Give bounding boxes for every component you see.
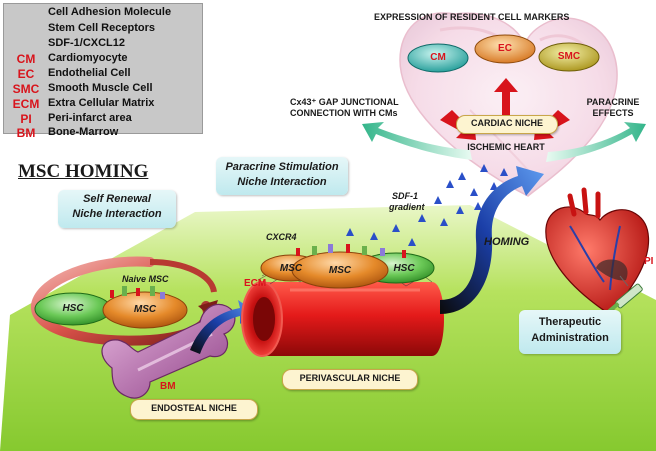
legend-label: Extra Cellular Matrix: [48, 97, 155, 109]
ec-label: EC: [498, 43, 512, 54]
naive-msc-receptors: [110, 286, 165, 299]
self-renewal-panel: [58, 190, 176, 228]
endosteal-niche-panel: [130, 399, 258, 420]
paracrine-arrow: [546, 122, 646, 162]
therapeutic-line2: Administration: [531, 332, 609, 344]
cardiac-niche-panel: [456, 115, 558, 134]
paracrine-stimulation-panel: [216, 157, 348, 195]
migration-arrow: [190, 300, 256, 354]
perivascular-msc-center: [291, 251, 389, 289]
legend-label: Peri-infarct area: [48, 112, 132, 124]
endosteal-msc: [102, 291, 188, 329]
legend-key: EC: [17, 67, 35, 81]
bone-shape: [101, 303, 236, 399]
endosteal-msc-label: MSC: [133, 304, 157, 315]
legend-item-cm: CM Cardiomyocyte: [6, 52, 202, 67]
perivascular-niche-label: PERIVASCULAR NICHE: [299, 373, 401, 383]
perivascular-msc-center-label: MSC: [328, 265, 352, 276]
legend: Cell Adhesion Molecule Stem Cell Recepto…: [3, 3, 203, 140]
legend-item-receptors: Stem Cell Receptors: [6, 22, 202, 37]
cm-label: CM: [430, 52, 446, 63]
paracrine-effects-line1: PARACRINE: [586, 97, 640, 107]
gap-junction-line1: Cx43⁺ GAP JUNCTIONAL: [290, 97, 399, 107]
therapeutic-line1: Therapeutic: [538, 316, 602, 328]
legend-label: Cell Adhesion Molecule: [48, 6, 172, 18]
legend-item-ec: EC Endothelial Cell: [6, 67, 202, 82]
therapeutic-panel: [519, 310, 621, 354]
ec-oval: [474, 34, 536, 64]
legend-key: BM: [16, 126, 36, 140]
ecm-label: ECM: [244, 278, 267, 289]
sdf1-gradient-line1: SDF-1: [392, 191, 419, 201]
legend-label: Smooth Muscle Cell: [48, 82, 153, 94]
sdf1-gradient-line2: gradient: [389, 202, 425, 212]
main-title: MSC HOMING: [18, 161, 149, 182]
homing-arrow: [440, 166, 544, 314]
cxcr4-label: CXCR4: [266, 232, 297, 242]
smc-oval: [538, 42, 600, 72]
cm-oval: [407, 43, 469, 73]
legend-item-sdf1: SDF-1/CXCL12: [6, 37, 202, 52]
paracrine-stimulation-line1: Paracrine Stimulation: [225, 161, 339, 173]
legend-item-pi: PI Peri-infarct area: [6, 112, 202, 127]
legend-key: PI: [20, 112, 32, 126]
smc-label: SMC: [557, 51, 581, 62]
paracrine-effects-line2: EFFECTS: [592, 108, 634, 118]
legend-label: Cardiomyocyte: [48, 52, 128, 64]
blood-vessel: [241, 281, 444, 357]
legend-key: SMC: [12, 82, 40, 96]
legend-key: CM: [16, 52, 36, 66]
perivascular-msc-left-label: MSC: [279, 263, 303, 274]
self-renewal-line1: Self Renewal: [83, 193, 151, 205]
ischemic-heart-label: ISCHEMIC HEART: [467, 142, 545, 152]
perivascular-niche-panel: [282, 369, 418, 390]
naive-msc-label: Naive MSC: [122, 274, 169, 284]
endosteal-niche-label: ENDOSTEAL NICHE: [151, 403, 237, 413]
legend-item-smc: SMC Smooth Muscle Cell: [6, 82, 202, 97]
gap-junction-line2: CONNECTION WITH CMs: [290, 108, 398, 118]
pi-label: PI: [644, 256, 654, 267]
expression-heading: EXPRESSION OF RESIDENT CELL MARKERS: [374, 12, 570, 22]
paracrine-stimulation-line2: Niche Interaction: [237, 176, 327, 188]
homing-label: HOMING: [484, 236, 530, 248]
legend-key: ECM: [12, 97, 40, 111]
legend-item-bm: BM Bone-Marrow: [6, 126, 202, 140]
perivascular-hsc-label: HSC: [393, 263, 415, 274]
legend-label: SDF-1/CXCL12: [48, 37, 126, 49]
endosteal-hsc-label: HSC: [62, 303, 84, 314]
legend-item-ecm: ECM Extra Cellular Matrix: [6, 97, 202, 112]
legend-item-cam: Cell Adhesion Molecule: [6, 6, 202, 21]
legend-label: Endothelial Cell: [48, 67, 131, 79]
legend-label: Stem Cell Receptors: [48, 22, 155, 34]
legend-label: Bone-Marrow: [48, 126, 119, 138]
cxcr4-receptors: [296, 244, 406, 258]
gap-junction-arrow: [362, 122, 472, 160]
cardiac-niche-label: CARDIAC NICHE: [471, 118, 543, 128]
self-renewal-line2: Niche Interaction: [72, 208, 162, 220]
sdf1-gradient-triangles: [346, 164, 508, 246]
bm-label: BM: [160, 381, 176, 392]
